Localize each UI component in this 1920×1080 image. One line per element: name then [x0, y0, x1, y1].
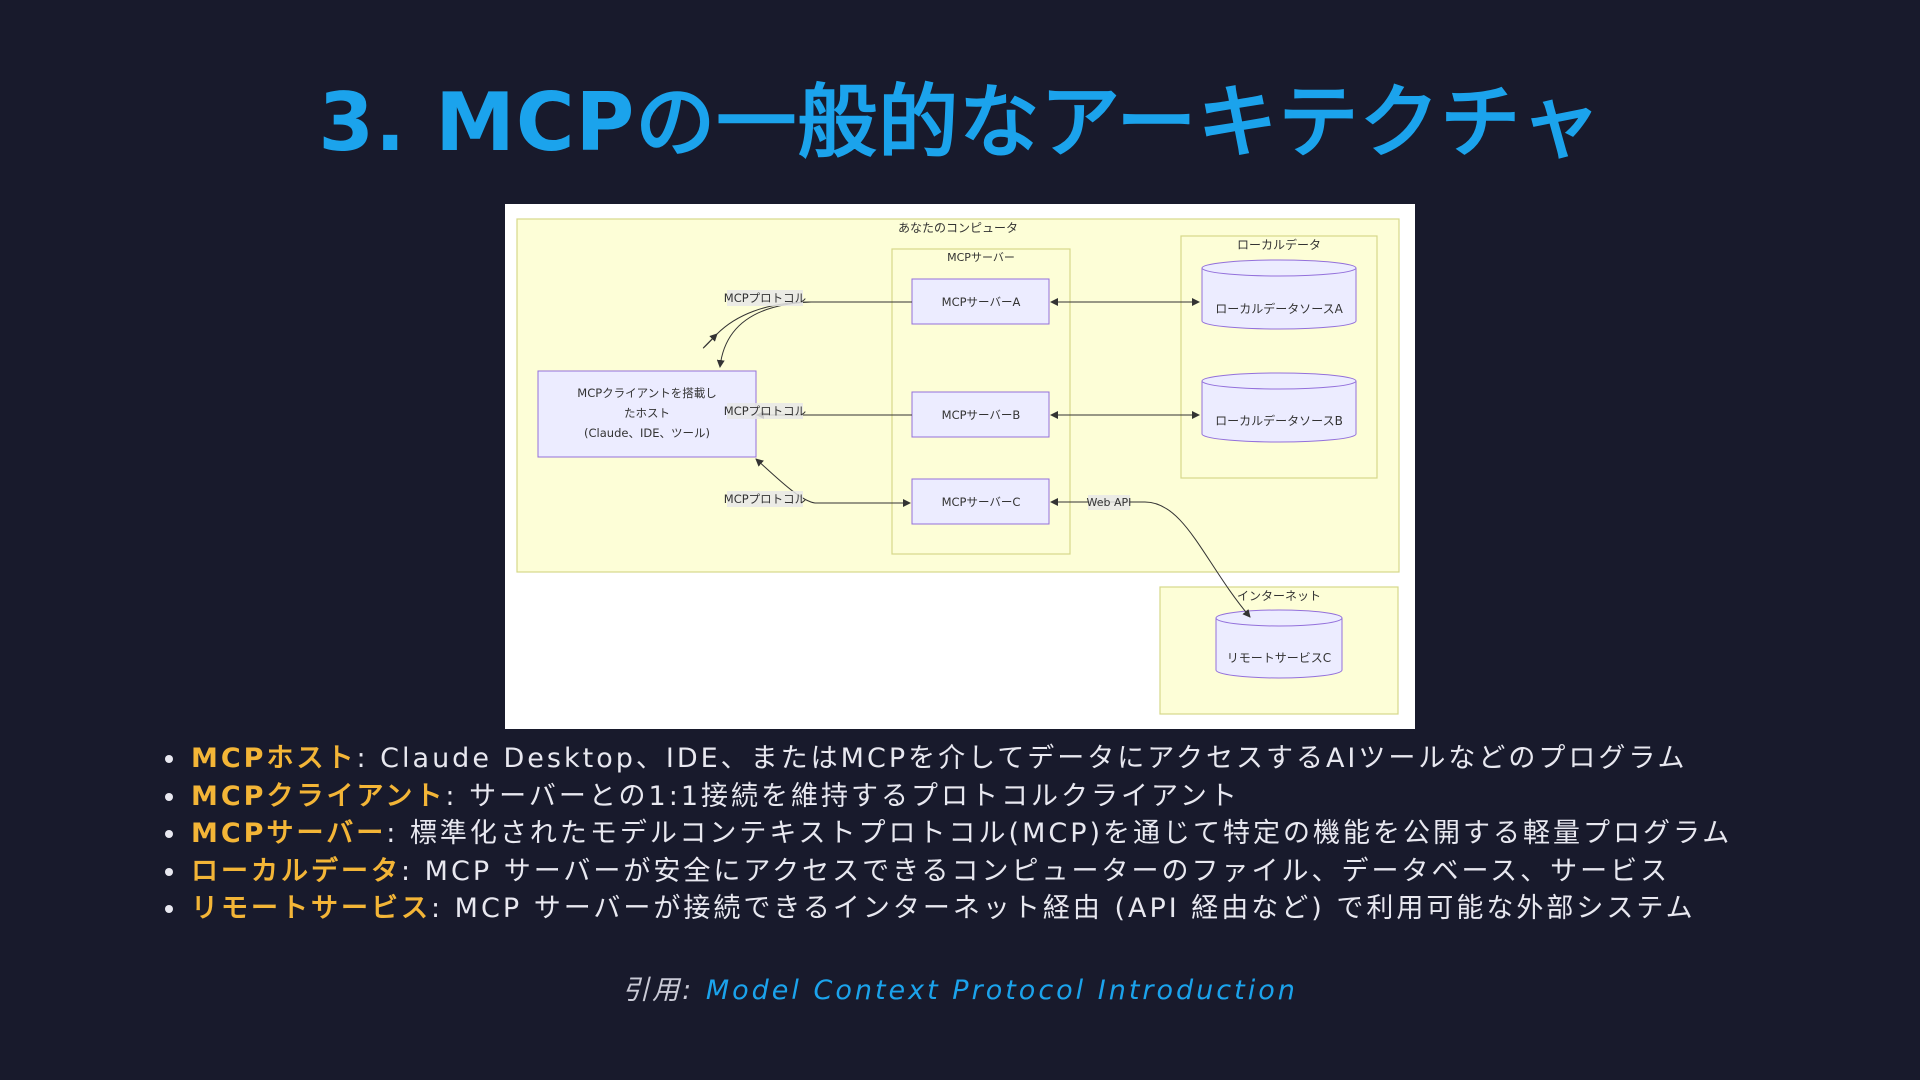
web-api-label: Web API	[1087, 496, 1132, 509]
list-item: MCPサーバー: 標準化されたモデルコンテキストプロトコル(MCP)を通じて特定…	[165, 815, 1865, 853]
protocol-label-a: MCPプロトコル	[724, 291, 806, 305]
server-b-label: MCPサーバーB	[942, 408, 1021, 422]
local-data-group-label: ローカルデータ	[1237, 237, 1321, 252]
slide-title: 3. MCPの一般的なアーキテクチャ	[318, 76, 1602, 169]
list-item: リモートサービス: MCP サーバーが接続できるインターネット経由 (API 経…	[165, 890, 1865, 928]
server-a-node	[911, 278, 1050, 325]
server-c-node	[911, 478, 1050, 525]
server-a-label: MCPサーバーA	[942, 295, 1021, 309]
host-node-line-2: たホスト	[624, 406, 670, 420]
host-node-line-1: MCPクライアントを搭載し	[577, 386, 716, 400]
definition-text: : MCP サーバーが接続できるインターネット経由 (API 経由など) で利用…	[431, 893, 1696, 924]
term-mcp-client: MCPクライアント	[191, 780, 446, 812]
term-mcp-host: MCPホスト	[191, 743, 357, 774]
citation: 引用: Model Context Protocol Introduction	[0, 968, 1920, 1007]
list-item: MCPホスト: Claude Desktop、IDE、またはMCPを介してデータ…	[165, 740, 1865, 778]
definition-text: : Claude Desktop、IDE、またはMCPを介してデータにアクセスす…	[356, 743, 1688, 774]
computer-group-label: あなたのコンピュータ	[898, 221, 1018, 235]
local-data-source-b: ローカルデータソースB	[1201, 372, 1357, 443]
list-item: ローカルデータ: MCP サーバーが安全にアクセスできるコンピューターのファイル…	[165, 853, 1865, 891]
definition-text: : 標準化されたモデルコンテキストプロトコル(MCP)を通じて特定の機能を公開す…	[386, 818, 1733, 849]
local-data-source-a: ローカルデータソースA	[1201, 259, 1357, 330]
edge-host-server-c	[755, 458, 911, 507]
local-data-source-a-label: ローカルデータソースA	[1215, 301, 1343, 316]
remote-service-c: リモートサービスC	[1215, 609, 1343, 679]
term-remote-service: リモートサービス	[191, 893, 431, 924]
protocol-label-c: MCPプロトコル	[724, 492, 806, 506]
citation-link[interactable]: Model Context Protocol Introduction	[705, 975, 1298, 1006]
definition-text: : MCP サーバーが安全にアクセスできるコンピューターのファイル、データベース…	[401, 855, 1671, 887]
architecture-diagram: あなたのコンピュータ MCPサーバー ローカルデータ インターネット MCPクラ…	[505, 204, 1415, 729]
server-c-label: MCPサーバーC	[942, 495, 1021, 509]
host-node	[537, 370, 757, 458]
definitions-list: MCPホスト: Claude Desktop、IDE、またはMCPを介してデータ…	[165, 740, 1865, 928]
term-mcp-server: MCPサーバー	[191, 818, 387, 849]
term-local-data: ローカルデータ	[191, 855, 401, 887]
definition-text: : サーバーとの1:1接続を維持するプロトコルクライアント	[445, 780, 1240, 812]
citation-prefix: 引用:	[622, 975, 706, 1006]
host-node-line-3: (Claude、IDE、ツール)	[584, 426, 710, 440]
protocol-label-b: MCPプロトコル	[724, 404, 806, 418]
edge-server-c-remote	[1050, 498, 1251, 618]
server-b-node	[911, 391, 1050, 438]
remote-service-c-label: リモートサービスC	[1227, 651, 1331, 665]
internet-group-label: インターネット	[1237, 589, 1321, 603]
list-item: MCPクライアント: サーバーとの1:1接続を維持するプロトコルクライアント	[165, 778, 1865, 816]
server-group-label: MCPサーバー	[947, 251, 1015, 264]
local-data-source-b-label: ローカルデータソースB	[1215, 413, 1343, 428]
